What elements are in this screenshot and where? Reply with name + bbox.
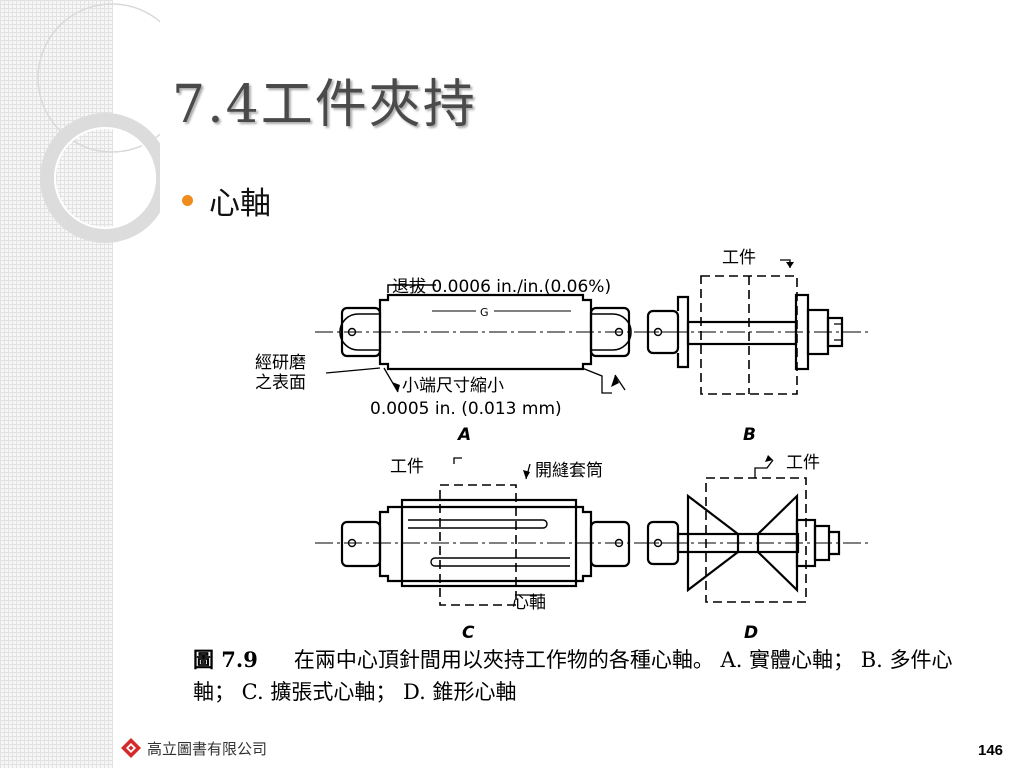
panel-label-b: B <box>743 425 756 445</box>
bullet-item: 心軸 <box>182 178 271 223</box>
workpiece-label-c: 工件 <box>390 457 424 477</box>
split-sleeve-label: 開縫套筒 <box>535 461 603 481</box>
workpiece-label-b: 工件 <box>722 248 756 268</box>
small-end-label-2: 0.0005 in. (0.013 mm) <box>370 399 562 419</box>
slide-title: 7.4工件夾持 <box>172 75 477 135</box>
mandrel-label-c: 心軸 <box>512 593 546 613</box>
panel-label-d: D <box>744 623 758 643</box>
caption-label: 圖 7.9 <box>193 647 258 672</box>
ground-surface-label-2: 之表面 <box>255 373 306 393</box>
g-label: G <box>480 306 489 319</box>
diamond-logo-icon <box>121 738 141 758</box>
taper-label: 退拔 0.0006 in./in.(0.06%) <box>392 277 611 297</box>
decorative-circles <box>37 3 160 243</box>
mandrel-figure: 退拔 0.0006 in./in.(0.06%) G 經研磨 之表面 小端尺寸縮… <box>255 248 870 643</box>
bullet-text: 心軸 <box>209 186 271 222</box>
publisher-name: 高立圖書有限公司 <box>147 739 268 758</box>
caption-text: 在兩中心頂針間用以夾持工作物的各種心軸。 A. 實體心軸； B. 多件心軸； C… <box>193 648 953 704</box>
panel-label-c: C <box>462 623 475 643</box>
page-number: 146 <box>978 742 1004 759</box>
panel-label-a: A <box>456 425 471 445</box>
publisher-logo: 高立圖書有限公司 <box>120 737 267 759</box>
workpiece-label-d: 工件 <box>786 453 820 473</box>
bullet-dot-icon <box>182 195 193 206</box>
ground-surface-label-1: 經研磨 <box>255 353 306 373</box>
small-end-label-1: 小端尺寸縮小 <box>402 376 504 396</box>
